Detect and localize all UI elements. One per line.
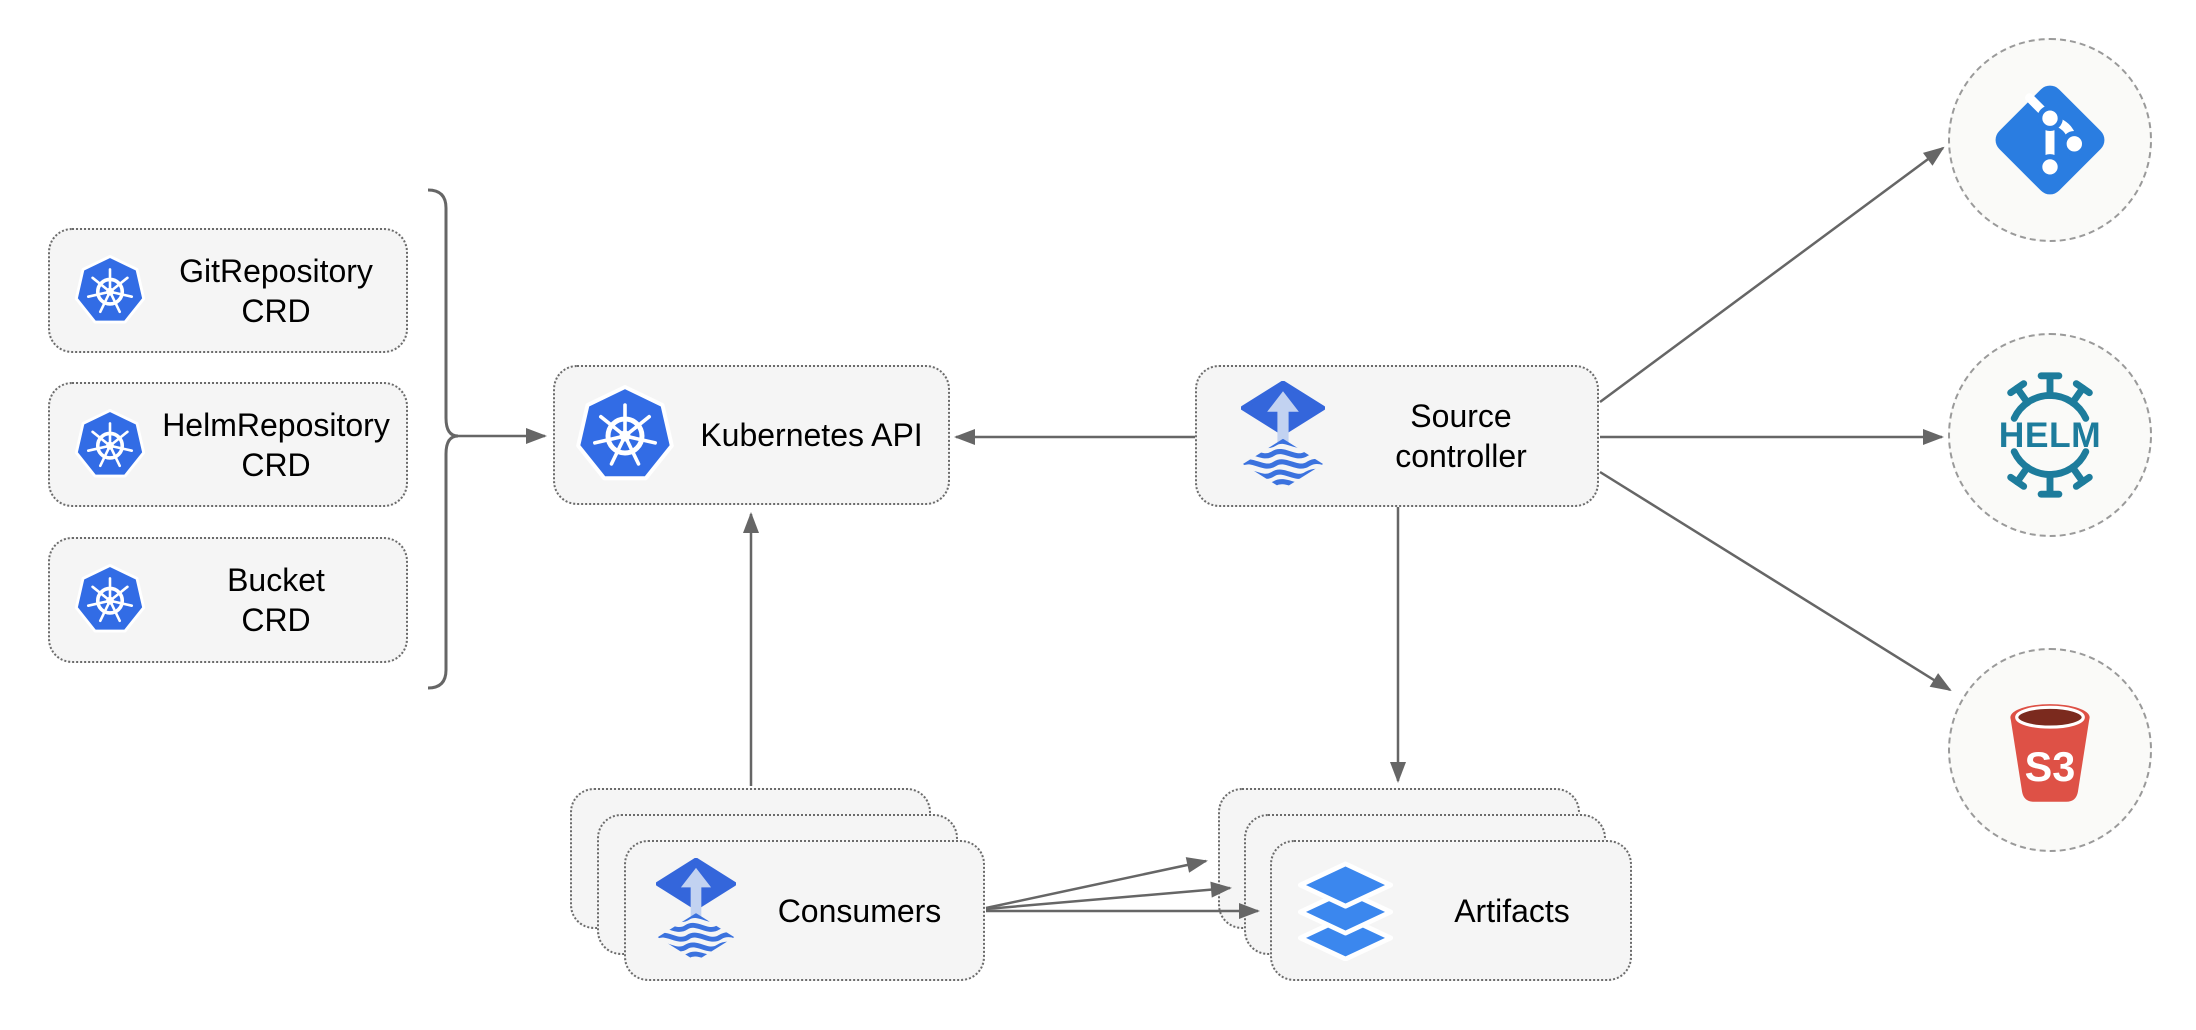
node-consumers: Consumers xyxy=(624,840,985,981)
node-label: GitRepository CRD xyxy=(146,251,406,331)
kubernetes-icon xyxy=(74,564,146,636)
arrow-source-to-git xyxy=(1599,146,1945,404)
node-bucket-crd: Bucket CRD xyxy=(48,537,408,663)
arrow-source-to-s3 xyxy=(1599,470,1952,692)
node-label-line: controller xyxy=(1395,438,1527,474)
node-label: Bucket CRD xyxy=(146,560,406,640)
s3-logo-text: S3 xyxy=(2025,744,2076,790)
node-label: Artifacts xyxy=(1454,892,1570,929)
node-helmrepository-crd: HelmRepository CRD xyxy=(48,382,408,507)
node-label-line: CRD xyxy=(241,602,311,638)
external-source-s3: S3 xyxy=(1948,648,2152,852)
node-label: Source controller xyxy=(1325,396,1597,476)
external-source-git xyxy=(1948,38,2152,242)
kubernetes-icon xyxy=(74,409,146,481)
s3-bucket-icon: S3 xyxy=(2010,703,2090,802)
node-gitrepository-crd: GitRepository CRD xyxy=(48,228,408,353)
helm-logo-text: HELM xyxy=(1999,415,2101,455)
node-label-line: GitRepository xyxy=(179,252,373,289)
node-artifacts: Artifacts xyxy=(1270,840,1632,981)
kubernetes-icon xyxy=(575,385,675,485)
flux-icon xyxy=(1241,381,1325,491)
node-label: Consumers xyxy=(777,892,942,929)
git-icon xyxy=(1995,85,2105,195)
node-label-line: CRD xyxy=(241,446,311,483)
crd-group-brace xyxy=(427,188,459,690)
node-source-controller: Source controller xyxy=(1195,365,1599,507)
node-kubernetes-api: Kubernetes API xyxy=(553,365,950,505)
flux-icon xyxy=(656,858,736,963)
helm-icon: HELM xyxy=(1999,372,2101,498)
node-label-line: CRD xyxy=(241,292,311,329)
artifacts-layers-icon xyxy=(1297,861,1394,961)
node-label: HelmRepository CRD xyxy=(146,405,406,485)
node-label-line: HelmRepository xyxy=(162,406,390,443)
node-label-line: Source xyxy=(1410,398,1512,434)
node-label-line: Bucket xyxy=(227,562,325,598)
arrow-consumers-to-artifacts-back xyxy=(985,857,1208,910)
kubernetes-icon xyxy=(74,255,146,327)
arrow-consumers-to-artifacts-middle xyxy=(985,881,1232,911)
external-source-helm: HELM xyxy=(1948,333,2152,537)
node-label: Kubernetes API xyxy=(700,417,923,453)
